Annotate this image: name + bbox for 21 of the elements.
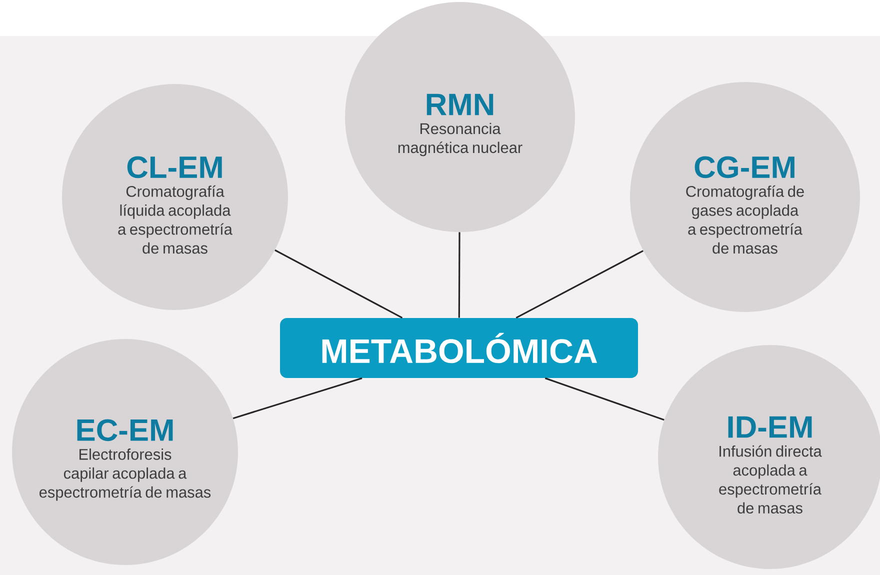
topic-title: RMN <box>426 94 494 116</box>
topic-title: CG-EM <box>694 156 794 178</box>
central-title: METABOLÓMICA <box>322 332 598 364</box>
central-box <box>280 318 638 378</box>
connector-line <box>458 232 460 318</box>
topic-title: CL-EM <box>127 156 222 178</box>
topic-circle <box>345 2 575 232</box>
connector-line <box>232 377 362 420</box>
topic-description: Cromatografía líquida acoplada a espectrometría de masas <box>118 185 232 254</box>
connector-line <box>516 250 644 318</box>
topic-description: Infusión directa acoplada a espectrometría de masas <box>719 445 822 514</box>
topic-title: EC-EM <box>77 419 173 442</box>
topic-circle <box>12 339 238 565</box>
topic-description: Cromatografía de gases acoplada a espectrometría de masas <box>686 185 804 254</box>
connector-line <box>544 377 664 421</box>
topic-circle <box>62 84 288 310</box>
topic-title: ID-EM <box>728 416 812 438</box>
topic-description: Resonancia magnética nuclear <box>398 122 522 156</box>
connector-line <box>274 249 403 318</box>
topic-circle <box>630 82 860 312</box>
topic-description: Electroforesis capilar acoplada a espectrometría de masas <box>40 448 211 501</box>
